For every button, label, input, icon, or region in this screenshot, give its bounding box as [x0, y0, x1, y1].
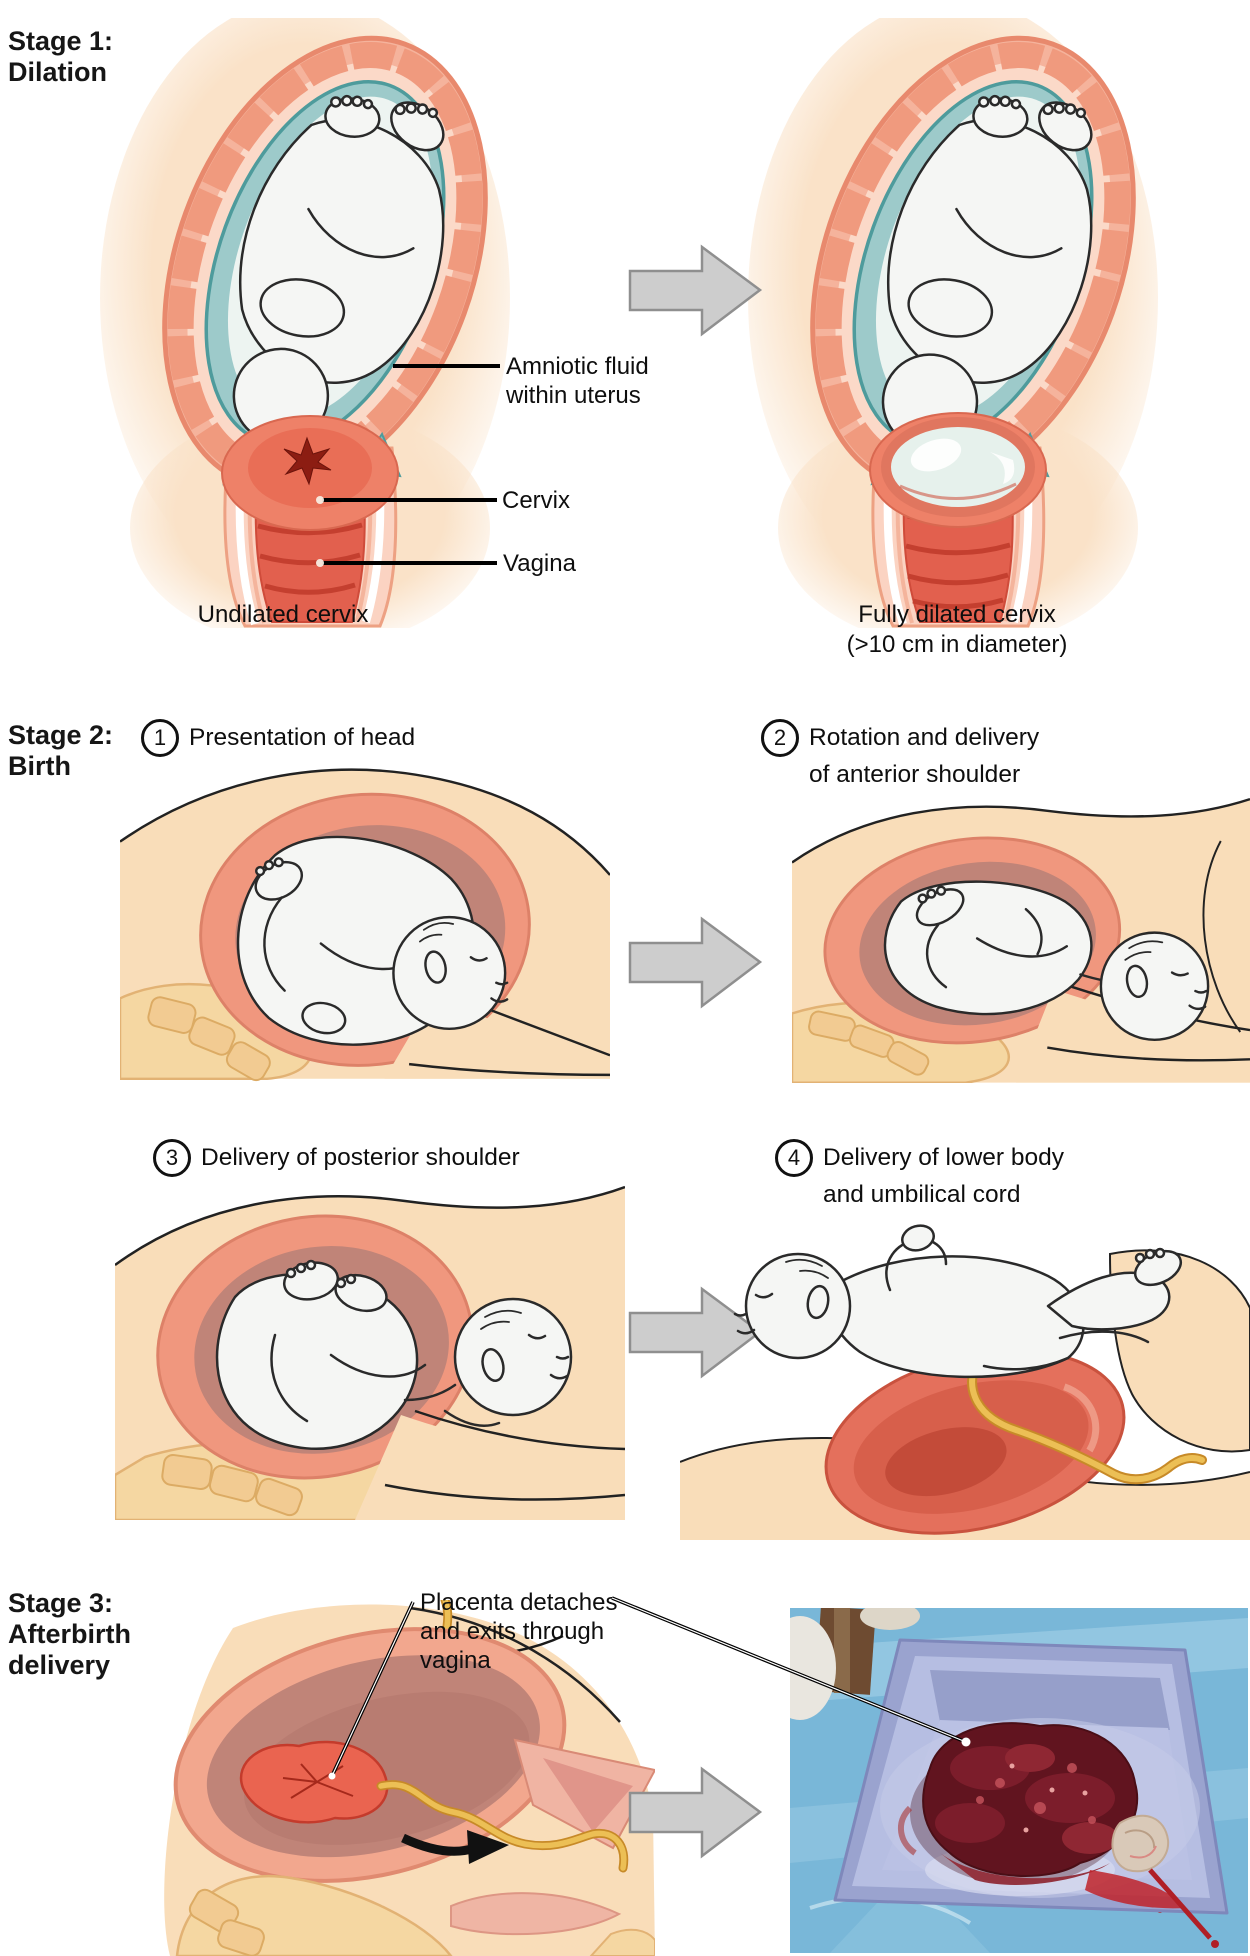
step3-number-badge: 3 — [153, 1139, 191, 1177]
afterbirth-illustration — [164, 1600, 655, 1956]
uterus-placenta-mass — [824, 1349, 1126, 1535]
stage3-title: Stage 3: Afterbirth delivery — [8, 1588, 131, 1681]
umbilical-cord — [967, 1353, 1207, 1485]
vagina-leader-dot — [316, 559, 324, 567]
vertebrae — [161, 1453, 303, 1517]
mother-contour — [120, 768, 610, 876]
coccyx — [450, 1892, 622, 1936]
step4-label: Delivery of lower body and umbilical cor… — [823, 1144, 1065, 1208]
stage3-title-line2: Afterbirth — [8, 1619, 131, 1649]
dilated-cervix-caption-line1: Fully dilated cervix — [858, 601, 1056, 628]
cervical-os-open — [881, 417, 1035, 517]
step3-label: Delivery of posterior shoulder — [201, 1144, 520, 1171]
vertebrae — [147, 996, 271, 1082]
baby-head — [1099, 931, 1210, 1042]
baby — [236, 835, 509, 1046]
step1-number-badge: 1 — [141, 719, 179, 757]
placenta-label-line1: Placenta detaches — [420, 1589, 618, 1616]
undilated-uterus-illustration — [100, 18, 510, 628]
amniotic-fluid-leader-line — [393, 364, 500, 368]
placenta-specimen — [922, 1722, 1139, 1885]
stage1-title-line2: Dilation — [8, 57, 107, 87]
umbilical-cord-membranes — [1111, 1814, 1170, 1873]
step2-number-badge: 2 — [761, 719, 799, 757]
stage1-title-line1: Stage 1: — [8, 26, 114, 56]
baby — [733, 1224, 1183, 1379]
stage3-title-line3: delivery — [8, 1650, 111, 1680]
amniotic-fluid-label-line1: Amniotic fluid — [506, 353, 649, 380]
dilated-cervix-caption-line2: (>10 cm in diameter) — [846, 631, 1068, 658]
placenta-label: Placenta detaches and exits through vagi… — [420, 1588, 617, 1675]
stage1-transition-arrow-icon — [628, 244, 763, 337]
placenta-label-line3: vagina — [420, 1647, 491, 1674]
birth-step1-illustration — [120, 768, 610, 1082]
step1-caption: 1 Presentation of head — [141, 719, 415, 757]
step4-caption: 4 Delivery of lower body and umbilical c… — [775, 1139, 1064, 1213]
dilated-uterus-illustration — [748, 18, 1158, 628]
birth-step2-illustration — [792, 797, 1250, 1083]
vertebrae — [188, 1888, 265, 1956]
mother-contour — [115, 1185, 625, 1267]
uterus-body — [810, 35, 1136, 491]
baby-head — [744, 1252, 852, 1360]
birth-step3-illustration — [115, 1185, 625, 1520]
mother-contour — [792, 797, 1250, 864]
placenta-label-line2: and exits through — [420, 1618, 605, 1645]
step1-label: Presentation of head — [189, 724, 416, 751]
birth-canal — [355, 1415, 625, 1520]
cervix-fully-dilated — [869, 412, 1047, 528]
step4-number-badge: 4 — [775, 1139, 813, 1177]
cervix-undilated — [221, 415, 399, 531]
amniotic-fluid-label-line2: within uterus — [506, 382, 641, 409]
cervix-label: Cervix — [502, 487, 571, 514]
detached-placenta — [239, 1740, 389, 1824]
fetus — [232, 94, 445, 445]
dilated-cervix-caption: Fully dilated cervix (>10 cm in diameter… — [787, 600, 1127, 660]
step2-label: Rotation and delivery of anterior should… — [809, 724, 1040, 788]
baby-head — [453, 1297, 573, 1417]
umbilical-cord-lower — [376, 1780, 629, 1873]
stage2-title-line1: Stage 2: — [8, 720, 114, 750]
blood — [898, 1805, 1219, 1948]
step3-caption: 3 Delivery of posterior shoulder — [153, 1139, 520, 1177]
cervix-leader-line — [322, 498, 497, 502]
cervix-leader-dot — [316, 496, 324, 504]
baby-head — [392, 915, 507, 1031]
uterus-body — [162, 35, 488, 491]
mother-contour — [409, 1606, 621, 1723]
undilated-cervix-caption: Undilated cervix — [197, 601, 369, 628]
step3-to-step4-arrow-icon — [628, 1286, 763, 1379]
stage1-title: Stage 1: Dilation — [8, 26, 113, 88]
birth-step4-illustration — [680, 1224, 1250, 1540]
stage3-transition-arrow-icon — [628, 1766, 763, 1859]
exit-direction-arrow-icon — [401, 1830, 509, 1864]
vagina-leader-line — [322, 561, 497, 565]
step2-caption: 2 Rotation and delivery of anterior shou… — [761, 719, 1039, 793]
cervical-os-closed — [283, 436, 332, 486]
baby — [215, 1259, 573, 1450]
vertebrae — [808, 1010, 930, 1076]
vagina-label: Vagina — [503, 550, 576, 577]
placenta-photo — [790, 1608, 1248, 1953]
baby — [883, 880, 1210, 1042]
stage2-title: Stage 2: Birth — [8, 720, 113, 782]
stage3-title-line1: Stage 3: — [8, 1588, 114, 1618]
stage2-title-line2: Birth — [8, 751, 71, 781]
amniotic-fluid-label: Amniotic fluid within uterus — [506, 352, 649, 410]
step1-to-step2-arrow-icon — [628, 916, 763, 1009]
